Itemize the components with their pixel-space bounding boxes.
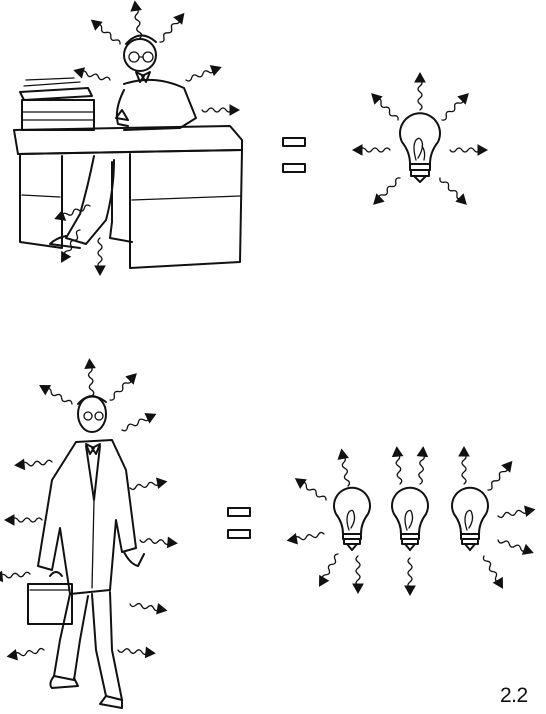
equals-sign-top bbox=[282, 137, 306, 173]
light-bulb-3 bbox=[451, 446, 536, 592]
light-bulb-single bbox=[352, 72, 488, 209]
briefcase bbox=[27, 571, 73, 625]
heat-arrows-seated bbox=[52, 0, 240, 276]
light-bulb-1 bbox=[286, 448, 371, 594]
seated-person bbox=[49, 34, 197, 249]
figure-label: 2.2 bbox=[500, 684, 528, 707]
heat-arrows-walking bbox=[0, 358, 178, 662]
heat-arrows-bulb-3 bbox=[458, 446, 536, 592]
heat-arrows-bulb-1 bbox=[286, 448, 364, 594]
desk bbox=[13, 125, 243, 269]
walking-person bbox=[37, 395, 145, 709]
light-bulbs-three bbox=[286, 446, 536, 596]
light-bulb-2 bbox=[391, 446, 429, 596]
equals-sign-bottom bbox=[227, 507, 251, 539]
walking-person-with-briefcase bbox=[0, 358, 178, 709]
heat-arrows-single-bulb bbox=[352, 72, 488, 209]
paper-tray bbox=[19, 77, 95, 131]
seated-person-at-desk bbox=[13, 0, 243, 276]
